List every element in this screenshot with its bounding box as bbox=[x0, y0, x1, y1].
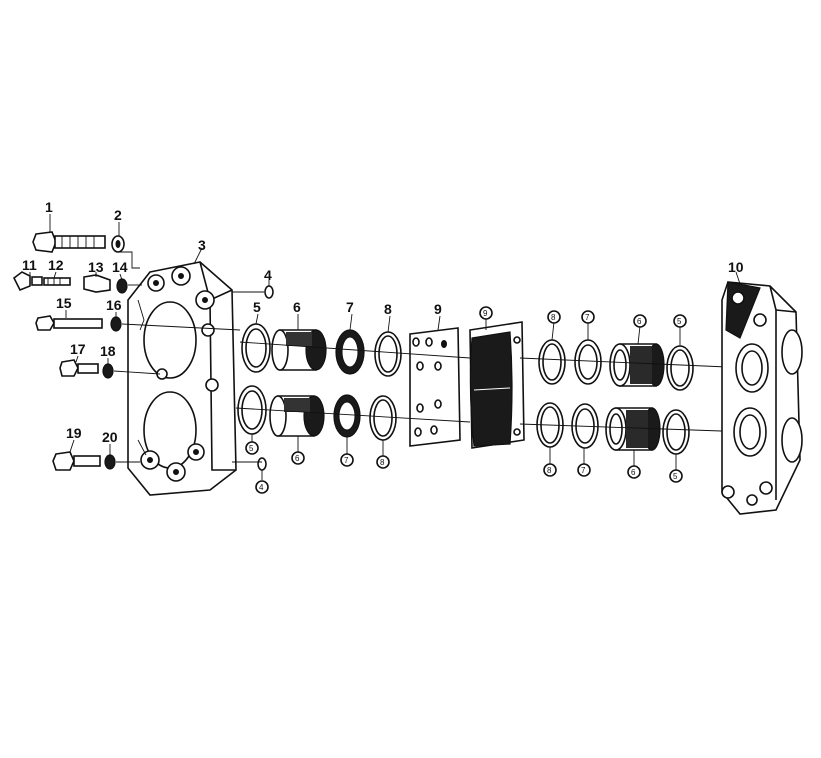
circled-callout-6-lower-right: 6 bbox=[627, 465, 641, 479]
svg-text:7: 7 bbox=[585, 313, 590, 322]
callout-14: 14 bbox=[112, 259, 128, 275]
callout-13: 13 bbox=[88, 259, 104, 275]
piston-6-lower-right bbox=[605, 407, 661, 451]
circled-callout-7-upper-right: 7 bbox=[581, 310, 595, 324]
assembly-lines-left bbox=[113, 251, 264, 463]
ring-8-upper-right bbox=[538, 339, 566, 385]
bolt-19 bbox=[52, 451, 101, 471]
callout-2: 2 bbox=[114, 207, 122, 223]
seal-5-upper-right bbox=[666, 345, 694, 391]
circled-callout-5-lower-right: 5 bbox=[669, 469, 683, 483]
seal-5-lower-right bbox=[662, 409, 690, 455]
callout-3: 3 bbox=[198, 237, 206, 253]
callout-17: 17 bbox=[70, 341, 86, 357]
svg-text:4: 4 bbox=[259, 483, 264, 492]
washer-16 bbox=[110, 316, 122, 332]
callout-8-upper-left: 8 bbox=[384, 301, 392, 317]
callout-15: 15 bbox=[56, 295, 72, 311]
ring-8-lower-left bbox=[369, 395, 397, 441]
circled-callout-7-lower-left: 7 bbox=[340, 453, 354, 467]
washer-14 bbox=[116, 278, 128, 294]
bleeder-cap-11 bbox=[12, 271, 31, 292]
svg-text:6: 6 bbox=[295, 454, 300, 463]
callout-10: 10 bbox=[728, 259, 744, 275]
callout-6-upper-left: 6 bbox=[293, 299, 301, 315]
piston-6-upper-right bbox=[609, 343, 665, 387]
svg-text:8: 8 bbox=[380, 458, 385, 467]
callout-5-upper-left: 5 bbox=[253, 299, 261, 315]
svg-text:9: 9 bbox=[483, 309, 488, 318]
svg-text:5: 5 bbox=[249, 444, 254, 453]
washer-20 bbox=[104, 454, 116, 470]
svg-text:5: 5 bbox=[673, 472, 678, 481]
callout-20: 20 bbox=[102, 429, 118, 445]
brake-pad-9 bbox=[469, 321, 525, 449]
callout-16: 16 bbox=[106, 297, 122, 313]
circled-callout-8-lower-right: 8 bbox=[543, 463, 557, 477]
svg-text:6: 6 bbox=[631, 468, 636, 477]
circled-callout-6-upper-right: 6 bbox=[633, 314, 647, 328]
caliper-housing-right bbox=[721, 281, 803, 515]
circled-callout-5-upper-right: 5 bbox=[673, 314, 687, 328]
washer-18 bbox=[102, 363, 114, 379]
circled-callout-8-upper-right: 8 bbox=[547, 310, 561, 324]
seal-5-lower-left bbox=[237, 385, 267, 435]
washer-2 bbox=[111, 235, 125, 253]
seal-5-upper-left bbox=[241, 323, 271, 373]
callout-9-plate: 9 bbox=[434, 301, 442, 317]
svg-text:7: 7 bbox=[344, 456, 349, 465]
o-ring-4-lower bbox=[257, 457, 267, 480]
pad-backing-plate-9 bbox=[409, 327, 461, 447]
circled-callout-9-pad: 9 bbox=[479, 306, 493, 320]
callout-1: 1 bbox=[45, 199, 53, 215]
o-ring-4-upper bbox=[264, 280, 274, 299]
boot-7-upper-left bbox=[335, 329, 365, 375]
svg-text:7: 7 bbox=[581, 466, 586, 475]
svg-text:5: 5 bbox=[677, 317, 682, 326]
callout-4-upper: 4 bbox=[264, 267, 272, 283]
bleeder-screw-12 bbox=[31, 276, 71, 286]
piston-6-lower-left bbox=[269, 395, 325, 437]
boot-7-upper-right bbox=[574, 339, 602, 385]
bolt-15 bbox=[35, 315, 103, 331]
caliper-housing-left bbox=[127, 261, 237, 496]
circled-callouts: 9 8 7 6 5 5 6 7 bbox=[245, 306, 687, 494]
boot-7-lower-left bbox=[333, 394, 361, 438]
circled-callout-5-lower-left: 5 bbox=[245, 441, 259, 455]
callout-12: 12 bbox=[48, 257, 64, 273]
circled-callout-7-lower-right: 7 bbox=[577, 463, 591, 477]
callout-7-upper-left: 7 bbox=[346, 299, 354, 315]
callout-leaders bbox=[29, 214, 741, 470]
piston-6-upper-left bbox=[271, 329, 327, 371]
bolt-17 bbox=[59, 359, 99, 377]
svg-text:8: 8 bbox=[547, 466, 552, 475]
bolt-1 bbox=[32, 231, 106, 253]
circled-callout-4-lower: 4 bbox=[255, 480, 269, 494]
callout-19: 19 bbox=[66, 425, 82, 441]
callout-18: 18 bbox=[100, 343, 116, 359]
fitting-13 bbox=[83, 274, 111, 293]
ring-8-upper-left bbox=[374, 331, 402, 377]
callout-labels: 1 2 3 4 11 12 13 14 15 16 17 18 19 20 5 … bbox=[22, 199, 744, 445]
svg-text:6: 6 bbox=[637, 317, 642, 326]
circled-callout-8-lower-left: 8 bbox=[376, 455, 390, 469]
circled-callout-6-lower-left: 6 bbox=[291, 451, 305, 465]
callout-11: 11 bbox=[22, 257, 37, 273]
assembly-axis-lines bbox=[235, 341, 751, 433]
svg-text:8: 8 bbox=[551, 313, 556, 322]
